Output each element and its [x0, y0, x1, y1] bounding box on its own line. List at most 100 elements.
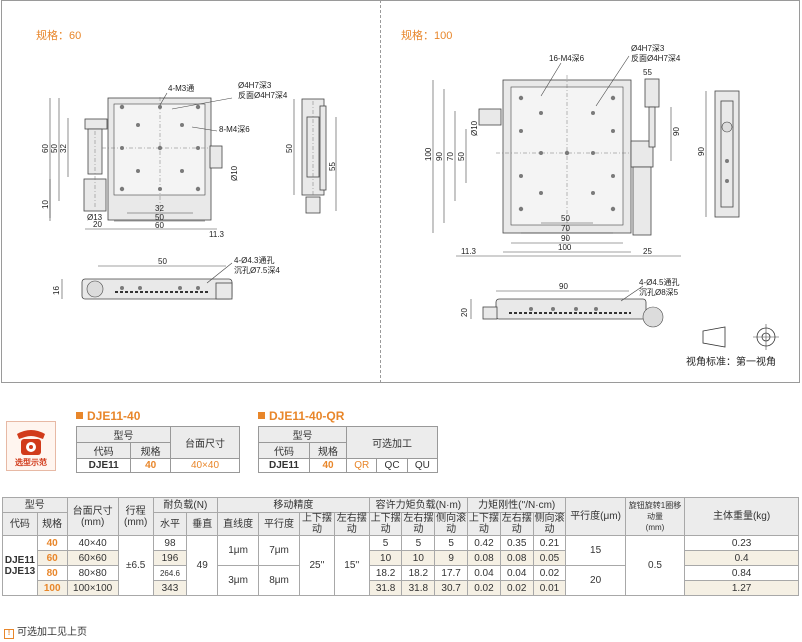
dim-70: 70: [446, 152, 455, 161]
cell-r-pitch: 0.04: [467, 565, 501, 581]
cell-code: DJE11: [258, 458, 310, 473]
header-moment-yaw: 左右摆动: [401, 512, 436, 536]
header-weight: 主体重量(kg): [684, 497, 799, 536]
cell-size: 40×40: [169, 458, 241, 473]
selection-example-caption: 选型示范: [15, 458, 47, 467]
cell-m-roll: 30.7: [434, 580, 469, 596]
cell-r-pitch: 0.08: [467, 550, 501, 566]
callout-pin-hole: Ø4H7深3: [238, 81, 272, 90]
header-table-size: 台面尺寸(mm): [66, 497, 119, 536]
cell-spec: 80: [36, 565, 68, 581]
cell-option-qu: QU: [406, 458, 439, 473]
header-knob-travel: 旋钮旋转1圈移动量(mm): [624, 497, 686, 536]
cell-weight: 0.84: [684, 565, 799, 581]
cell-m-pitch: 5: [368, 535, 403, 551]
dim-20: 20: [93, 220, 102, 229]
dim-100: 100: [424, 147, 433, 161]
header-flatness: 平行度(μm): [565, 497, 626, 536]
callout-m4: 8-M4深6: [219, 125, 250, 134]
dim-25: 25: [643, 247, 652, 256]
cell-m-yaw: 31.8: [401, 580, 436, 596]
cell-option-qr: QR: [346, 458, 378, 473]
cell-r-pitch: 0.02: [467, 580, 501, 596]
dim-front-16: 16: [52, 286, 61, 295]
dim-60: 60: [41, 144, 50, 153]
dim-d13: 55: [643, 68, 652, 77]
cell-weight: 1.27: [684, 580, 799, 596]
header-load-horizontal: 水平: [152, 512, 188, 536]
col-table-size: 台面尺寸: [169, 426, 241, 459]
projection-label: 视角标准：第一视角: [686, 355, 776, 368]
dim-d10: Ø10: [470, 120, 479, 136]
cell-straightness: 3μm: [217, 565, 260, 596]
spec-label: 规格：100: [401, 30, 453, 42]
spec-label: 规格：60: [36, 30, 82, 42]
table-row: 80 80×80 264.6 3μm 8μm 18.2 18.2 17.7 0.…: [3, 565, 799, 596]
dim-side-90: 90: [697, 147, 706, 156]
drawing-panel-spec-100: 规格：100 100 90 70 50 Ø10 55 90: [380, 0, 800, 383]
header-moment-load: 容许力矩负载(N·m): [368, 497, 469, 513]
cell-m-yaw: 5: [401, 535, 436, 551]
bullet-square-icon: [76, 412, 83, 419]
technical-drawing-spec-60: 60 50 32 10 Ø13 4-M3通 Ø4H7深3 反面Ø4H7深4 8-…: [41, 81, 337, 300]
dim-32b: 32: [155, 204, 164, 213]
cell-yaw: 15'': [333, 535, 370, 596]
table-row: 100 100×100 343 31.8 31.8 30.7 0.02 0.02…: [3, 580, 799, 596]
cell-load-h: 98: [152, 535, 188, 551]
header-rigidity-roll: 侧向滚动: [532, 512, 567, 536]
col-spec: 规格: [308, 442, 348, 459]
dim-50: 50: [457, 152, 466, 161]
cell-load-h: 196: [152, 550, 188, 566]
dim-50: 50: [50, 144, 59, 153]
dim-front-50: 50: [158, 257, 167, 266]
header-code: 代码: [2, 512, 38, 536]
header-rigidity-yaw: 左右摆动: [499, 512, 534, 536]
header-yaw: 左右摆动: [333, 512, 370, 536]
dim-11-3: 11.3: [209, 230, 225, 239]
callout-counterbore: 沉孔Ø8深5: [639, 288, 679, 297]
dim-b50: 50: [561, 214, 570, 223]
cell-load-v: 49: [186, 535, 219, 596]
cell-spec: 40: [130, 458, 171, 473]
cell-r-roll: 0.21: [532, 535, 567, 551]
cell-knob: 0.5: [624, 535, 686, 596]
drawing-panel-spec-60: 规格：60 60 50 32 10 Ø13 4-M3通 Ø4H7深3: [1, 0, 380, 383]
cell-spec: 40: [36, 535, 68, 551]
cell-load-h: 343: [152, 580, 188, 596]
col-code: 代码: [258, 442, 310, 459]
cell-stroke: ±6.5: [117, 535, 154, 596]
footnote: !可选加工见上页: [4, 623, 87, 639]
cell-size: 80×80: [66, 565, 119, 581]
callout-through-hole: 4-Ø4.3通孔: [234, 255, 274, 265]
dim-d13: Ø13: [87, 213, 103, 222]
dim-side-50: 50: [285, 144, 294, 153]
cell-spec: 40: [308, 458, 348, 473]
cell-m-roll: 9: [434, 550, 469, 566]
dim-front-90: 90: [559, 282, 568, 291]
header-rigidity: 力矩刚性(''/N·cm): [467, 497, 567, 513]
dim-front-20: 20: [460, 308, 469, 317]
cell-load-h: 264.6: [152, 565, 188, 581]
cell-r-pitch: 0.42: [467, 535, 501, 551]
col-spec: 规格: [130, 442, 171, 459]
callout-m4: 16-M4深6: [549, 54, 585, 63]
cell-size: 100×100: [66, 580, 119, 596]
dim-b70: 70: [561, 224, 570, 233]
model-table-2: 型号 可选加工 代码 规格 DJE11 40 QR QC QU: [257, 426, 439, 473]
col-option: 可选加工: [346, 426, 438, 459]
bullet-square-icon: [258, 412, 265, 419]
header-spec: 规格: [36, 512, 68, 536]
model-title-2: DJE11-40-QR: [258, 409, 344, 423]
technical-drawing-spec-100: 100 90 70 50 Ø10 55 90 16-M4深6 Ø4H7深3 反面…: [424, 44, 779, 368]
dim-55: 90: [672, 127, 681, 136]
header-load-vertical: 垂直: [186, 512, 219, 536]
header-parallelism: 平行度: [258, 512, 301, 536]
dim-60b: 60: [155, 221, 164, 230]
col-model: 型号: [76, 426, 171, 443]
callout-pin-hole: Ø4H7深3: [631, 44, 665, 53]
dim-d10: Ø10: [230, 165, 239, 181]
header-precision: 移动精度: [217, 497, 370, 513]
callout-pin-hole-back: 反面Ø4H7深4: [631, 53, 681, 63]
cell-spec: 60: [36, 550, 68, 566]
cell-r-yaw: 0.08: [499, 550, 534, 566]
